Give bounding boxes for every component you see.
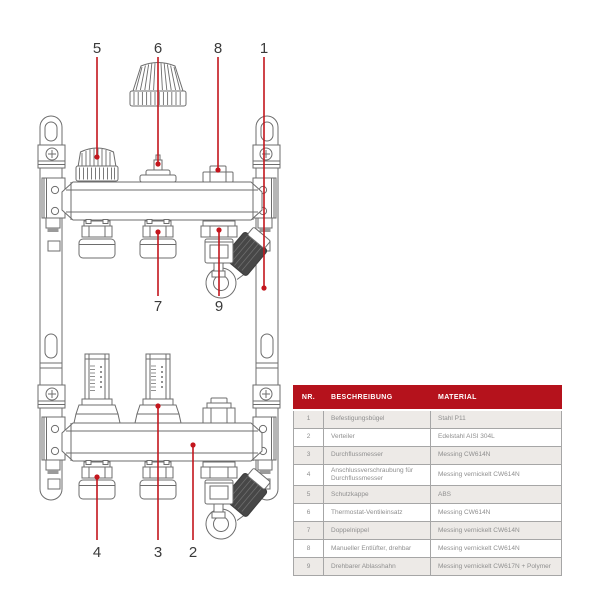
- callout-7-label: 7: [154, 298, 162, 315]
- lower-manifold-bar: [61, 422, 263, 462]
- parts-table-container: NR. BESCHREIBUNG MATERIAL 1 Befestigungs…: [293, 385, 562, 577]
- table-header-row: NR. BESCHREIBUNG MATERIAL: [293, 385, 562, 411]
- double-nipple: [78, 219, 116, 259]
- left-mounting-bracket: [37, 115, 66, 501]
- callout-5-label: 5: [93, 40, 101, 57]
- header-nr: NR.: [293, 385, 324, 411]
- cell-nr: 3: [293, 446, 324, 465]
- header-material: MATERIAL: [430, 385, 562, 411]
- cell-material: Messing CW614N: [430, 446, 562, 465]
- vent-fitting: [202, 397, 236, 424]
- callout-9-label: 9: [215, 298, 223, 315]
- cell-nr: 1: [293, 409, 324, 429]
- cell-beschreibung: Befestigungsbügel: [323, 409, 431, 429]
- upper-manifold-bar: [61, 181, 263, 221]
- table-row: 5 Schutzkappe ABS: [293, 485, 562, 505]
- table-row: 8 Manueller Entlüfter, drehbar Messing v…: [293, 539, 562, 559]
- cell-nr: 5: [293, 485, 324, 505]
- parts-table: NR. BESCHREIBUNG MATERIAL 1 Befestigungs…: [293, 385, 562, 577]
- cell-beschreibung: Manueller Entlüfter, drehbar: [323, 539, 431, 559]
- cell-nr: 7: [293, 521, 324, 541]
- cell-material: Messing vernickelt CW617N + Polymer: [430, 557, 562, 577]
- cell-beschreibung: Durchflussmesser: [323, 446, 431, 465]
- cell-nr: 6: [293, 503, 324, 523]
- cell-material: Messing vernickelt CW614N: [430, 463, 562, 487]
- cell-material: Messing CW614N: [430, 503, 562, 523]
- callout-1-label: 1: [260, 40, 268, 57]
- table-row: 9 Drehbarer Ablasshahn Messing vernickel…: [293, 557, 562, 577]
- table-row: 7 Doppelnippel Messing vernickelt CW614N: [293, 521, 562, 541]
- cell-beschreibung: Schutzkappe: [323, 485, 431, 505]
- cell-beschreibung: Anschlussverschraubung für Durchflussmes…: [323, 463, 431, 487]
- cell-nr: 8: [293, 539, 324, 559]
- cell-material: ABS: [430, 485, 562, 505]
- callout-6-label: 6: [154, 40, 162, 57]
- callout-leaders: [94, 57, 267, 540]
- table-row: 6 Thermostat-Ventileinsatz Messing CW614…: [293, 503, 562, 523]
- callout-4-label: 4: [93, 544, 101, 561]
- cell-beschreibung: Verteiler: [323, 428, 431, 447]
- cell-material: Messing vernickelt CW614N: [430, 539, 562, 559]
- header-beschreibung: BESCHREIBUNG: [323, 385, 431, 411]
- cell-beschreibung: Drehbarer Ablasshahn: [323, 557, 431, 577]
- cell-material: Stahl P11: [430, 409, 562, 429]
- callout-2-label: 2: [189, 544, 197, 561]
- cell-material: Edelstahl AISI 304L: [430, 428, 562, 447]
- table-row: 3 Durchflussmesser Messing CW614N: [293, 446, 562, 465]
- cell-beschreibung: Doppelnippel: [323, 521, 431, 541]
- table-row: 1 Befestigungsbügel Stahl P11: [293, 409, 562, 429]
- callout-8-label: 8: [214, 40, 222, 57]
- cell-nr: 9: [293, 557, 324, 577]
- cell-nr: 4: [293, 463, 324, 487]
- cell-material: Messing vernickelt CW614N: [430, 521, 562, 541]
- flow-meter: [73, 353, 121, 424]
- callout-3-label: 3: [154, 544, 162, 561]
- cell-nr: 2: [293, 428, 324, 447]
- cell-beschreibung: Thermostat-Ventileinsatz: [323, 503, 431, 523]
- table-row: 4 Anschlussverschraubung für Durchflussm…: [293, 463, 562, 487]
- table-row: 2 Verteiler Edelstahl AISI 304L: [293, 428, 562, 447]
